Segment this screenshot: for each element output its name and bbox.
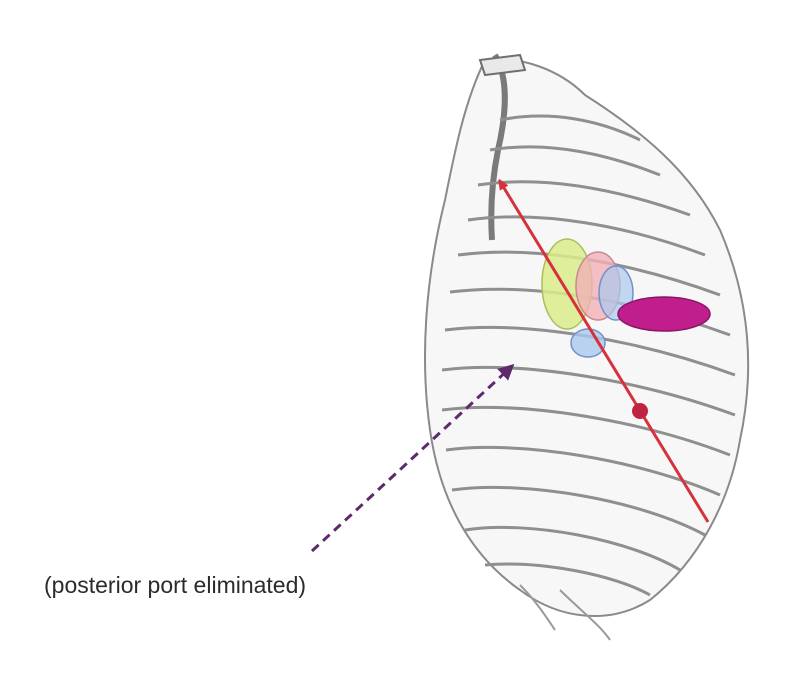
- isocenter-dot: [632, 403, 648, 419]
- structure-magenta: [618, 297, 710, 331]
- caption-text: (posterior port eliminated): [44, 572, 306, 599]
